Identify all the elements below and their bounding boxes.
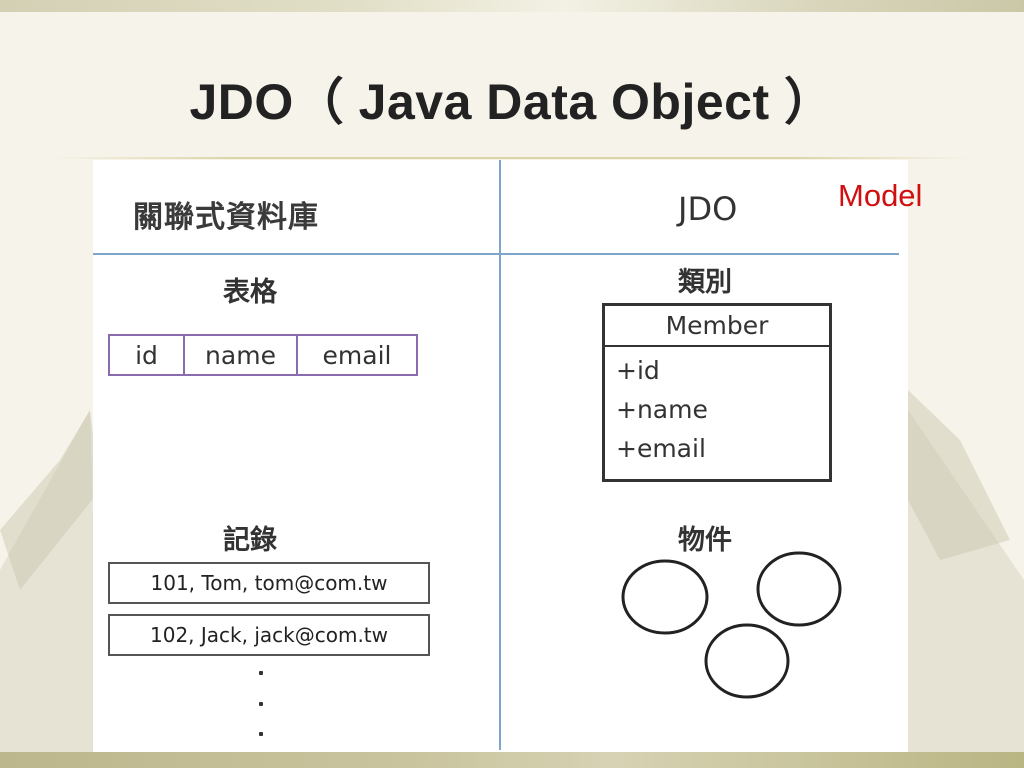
bottom-decor-band — [0, 752, 1024, 768]
record-row: 102, Jack, jack@com.tw — [108, 614, 430, 656]
class-label: 類別 — [678, 267, 732, 298]
class-attribute: +id — [616, 356, 660, 385]
left-column-header: 關聯式資料庫 — [133, 200, 319, 235]
horizontal-divider — [93, 253, 899, 255]
class-box-member: Member +id +name +email — [602, 303, 832, 482]
vertical-divider — [499, 160, 501, 750]
ellipsis-dot — [259, 702, 263, 706]
table-schema: id name email — [108, 334, 418, 376]
records-label: 記錄 — [223, 525, 277, 556]
fan-background-decoration — [0, 390, 1024, 760]
right-column-header: JDO — [678, 190, 738, 228]
column-email: email — [296, 336, 416, 374]
class-name: Member — [605, 306, 829, 347]
table-label: 表格 — [223, 277, 277, 308]
model-annotation: Model — [838, 178, 923, 213]
object-instance-circle — [621, 559, 709, 635]
title-underline — [50, 157, 974, 159]
object-instance-circle — [704, 623, 790, 699]
record-row: 101, Tom, tom@com.tw — [108, 562, 430, 604]
object-instances — [621, 551, 842, 699]
class-attribute: +email — [616, 434, 706, 463]
ellipsis-dot — [259, 671, 263, 675]
top-decor-band — [0, 0, 1024, 12]
column-name: name — [183, 336, 296, 374]
class-attribute: +name — [616, 395, 708, 424]
column-id: id — [135, 340, 158, 370]
slide-title: JDO（ Java Data Object ） — [189, 74, 835, 130]
comparison-diagram: 關聯式資料庫 JDO Model 表格 id name email 記錄 101… — [93, 160, 922, 754]
ellipsis-dot — [259, 732, 263, 736]
object-instance-circle — [756, 551, 842, 627]
objects-label: 物件 — [678, 525, 732, 556]
